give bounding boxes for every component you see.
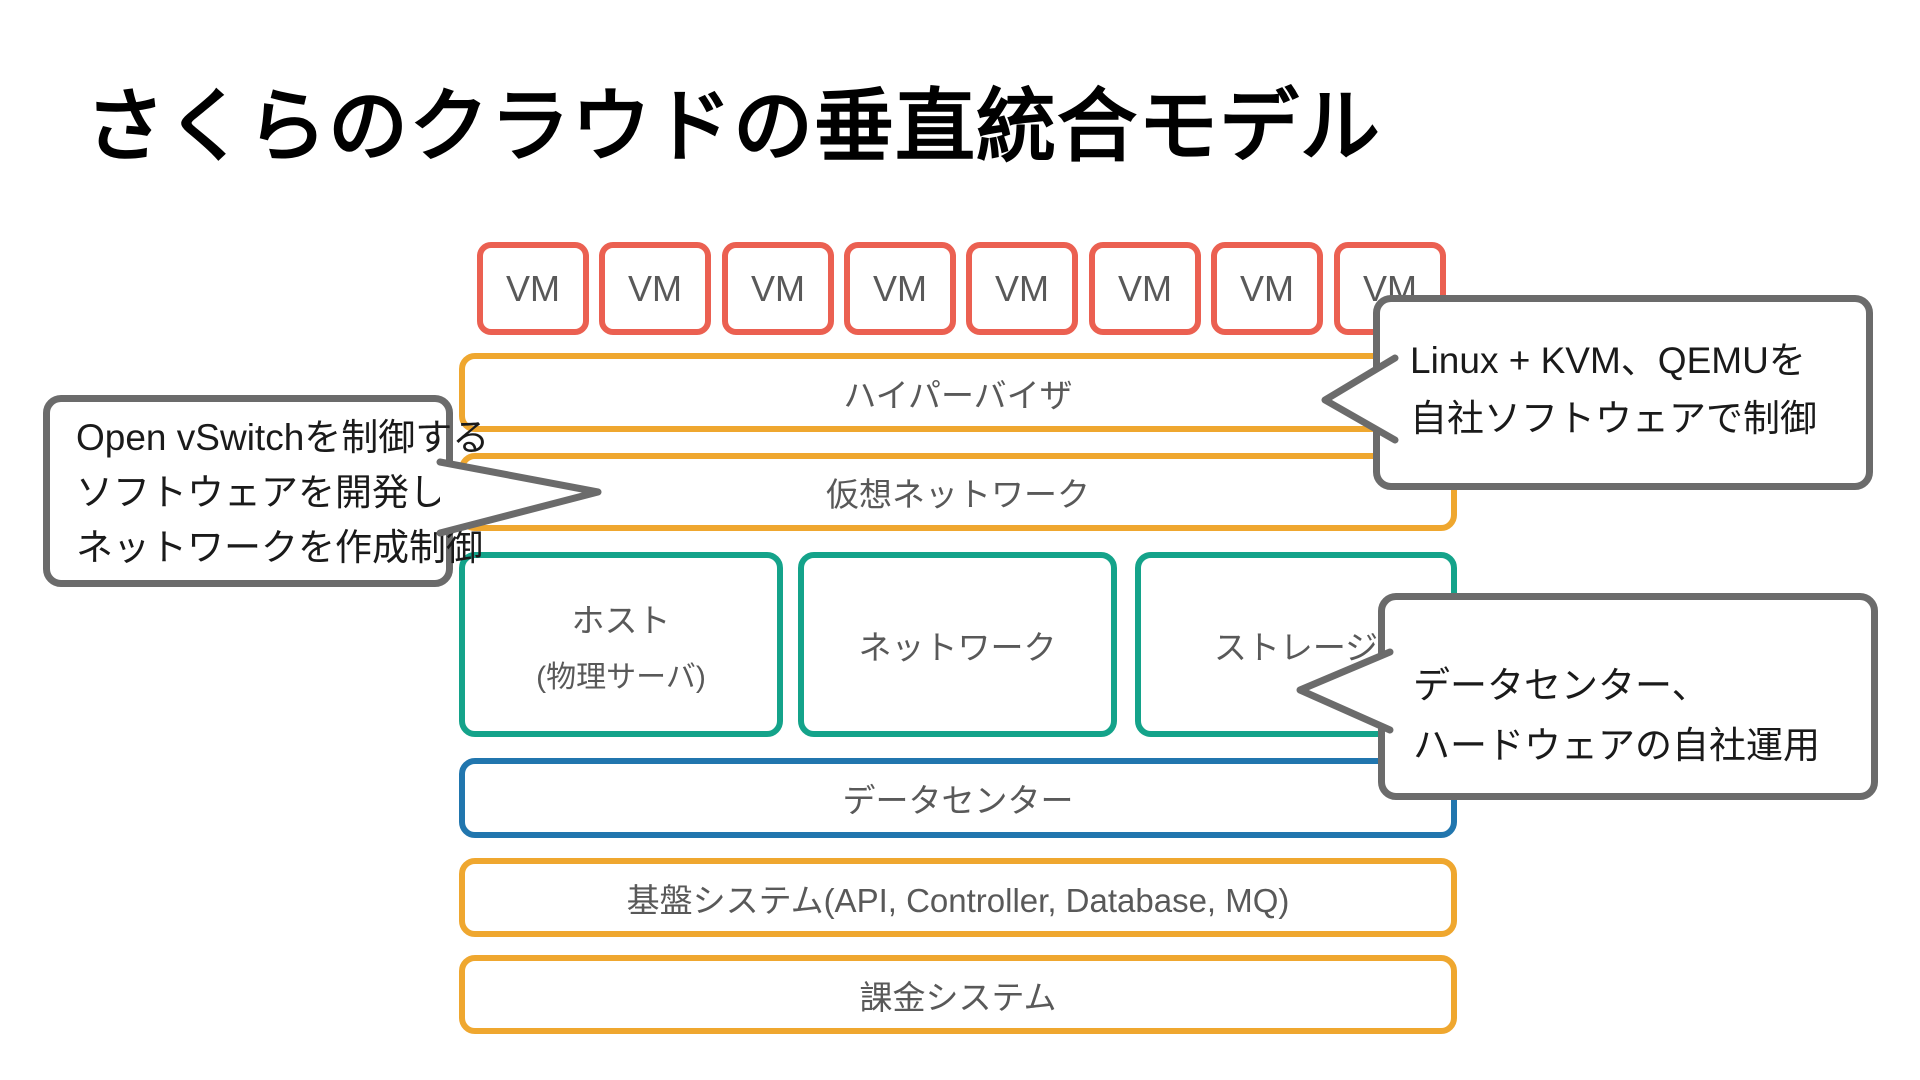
callout-datacenter-ops: データセンター、 ハードウェアの自社運用 xyxy=(1378,593,1878,800)
vm-box: VM xyxy=(477,242,589,335)
callout-kvm-line: Linux + KVM、QEMUを xyxy=(1410,340,1806,381)
callout-datacenter-ops-line: データセンター、 xyxy=(1413,665,1709,706)
layer-datacenter-label: データセンター xyxy=(842,782,1074,819)
layer-host-sublabel: (物理サーバ) xyxy=(536,660,706,694)
layer-storage-label: ストレージ xyxy=(1213,628,1379,666)
callout-vswitch-line: ネットワークを作成制御 xyxy=(76,527,483,568)
vm-box: VM xyxy=(1211,242,1323,335)
layer-base-system-label: 基盤システム(API, Controller, Database, MQ) xyxy=(626,881,1290,919)
vm-label: VM xyxy=(873,267,927,309)
vm-label: VM xyxy=(1240,267,1294,309)
layer-host: ホスト (物理サーバ) xyxy=(459,552,783,737)
callout-vswitch-pointer-icon xyxy=(436,458,602,537)
callout-vswitch-line: ソフトウェアを開発し、 xyxy=(76,472,483,513)
layer-billing-system: 課金システム xyxy=(459,955,1457,1034)
callout-kvm-line: 自社ソフトウェアで制御 xyxy=(1410,398,1817,439)
vm-box: VM xyxy=(722,242,834,335)
vm-label: VM xyxy=(1118,267,1172,309)
vm-box: VM xyxy=(966,242,1078,335)
callout-kvm: Linux + KVM、QEMUを 自社ソフトウェアで制御 xyxy=(1373,295,1873,490)
callout-datacenter-ops-line: ハードウェアの自社運用 xyxy=(1413,725,1820,766)
layer-base-system: 基盤システム(API, Controller, Database, MQ) xyxy=(459,858,1457,937)
callout-vswitch: Open vSwitchを制御する ソフトウェアを開発し、 ネットワークを作成制… xyxy=(43,395,490,587)
layer-hypervisor-label: ハイパーバイザ xyxy=(843,376,1073,414)
vm-box: VM xyxy=(599,242,711,335)
layer-network-label: ネットワーク xyxy=(858,628,1057,666)
layer-virtual-network: 仮想ネットワーク xyxy=(459,453,1457,531)
callout-datacenter-ops-pointer-icon xyxy=(1296,648,1394,734)
callout-vswitch-line: Open vSwitchを制御する xyxy=(76,417,490,458)
layer-hypervisor: ハイパーバイザ xyxy=(459,353,1457,432)
vm-label: VM xyxy=(751,267,805,309)
layer-host-label: ホスト xyxy=(571,601,671,639)
vm-label: VM xyxy=(506,267,560,309)
layer-datacenter: データセンター xyxy=(459,758,1457,838)
vm-label: VM xyxy=(995,267,1049,309)
callout-kvm-pointer-icon xyxy=(1321,354,1399,444)
layer-virtual-network-label: 仮想ネットワーク xyxy=(826,476,1090,513)
layer-billing-system-label: 課金システム xyxy=(859,978,1057,1016)
vm-box: VM xyxy=(844,242,956,335)
vm-label: VM xyxy=(628,267,682,309)
layer-network: ネットワーク xyxy=(798,552,1117,737)
vm-box: VM xyxy=(1089,242,1201,335)
slide-title: さくらのクラウドの垂直統合モデル xyxy=(85,82,1381,171)
